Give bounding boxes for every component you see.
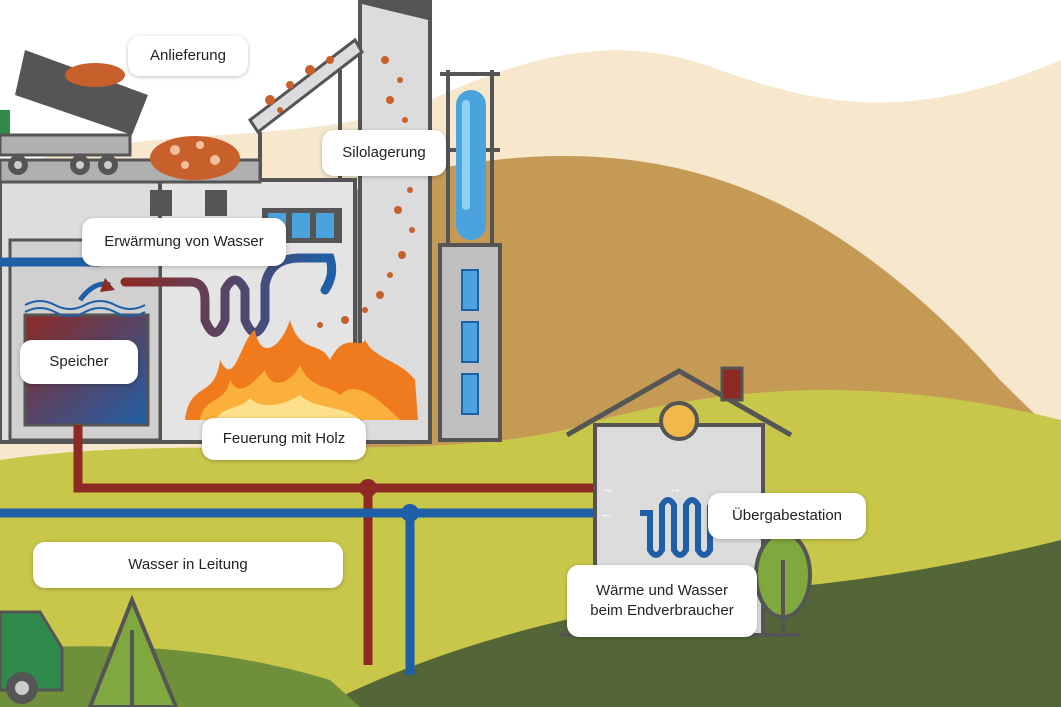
label-pipe-water-text: Wasser in Leitung: [128, 556, 248, 573]
label-transfer-station: Übergabestation: [708, 493, 866, 539]
green-foreground: [0, 646, 360, 707]
wood-chips: [265, 56, 415, 328]
label-silo-text: Silolagerung: [342, 144, 426, 161]
pipe-junction-cold: [401, 504, 419, 522]
label-consumer-line2: beim Endverbraucher: [590, 602, 734, 619]
label-delivery: Anlieferung: [128, 36, 248, 76]
pipes: [0, 257, 720, 675]
label-water-heating-text: Erwärmung von Wasser: [104, 233, 264, 250]
flow-arrow-right: →: [600, 480, 614, 496]
flame-icon: [185, 320, 418, 420]
label-storage-text: Speicher: [49, 353, 109, 370]
wood-pile: [150, 136, 240, 180]
flow-arrow-right: →: [668, 480, 682, 496]
heat-exchanger-icon: [640, 497, 713, 558]
label-firing: Feuerung mit Holz: [202, 418, 366, 460]
label-transfer-station-text: Übergabestation: [731, 507, 843, 524]
tree-icon: [87, 594, 179, 707]
label-delivery-text: Anlieferung: [150, 47, 226, 64]
flow-arrow-left: ←: [600, 505, 614, 521]
label-storage: Speicher: [20, 340, 138, 384]
label-consumer-line1: Wärme und Wasser: [596, 582, 728, 599]
label-silo: Silolagerung: [322, 130, 446, 176]
label-consumer: Wärme und Wasser beim Endverbraucher: [567, 565, 757, 637]
truck-icon: [0, 610, 64, 704]
heating-coil: [120, 253, 337, 337]
pipe-junction-hot: [359, 479, 377, 497]
label-water-heating: Erwärmung von Wasser: [82, 218, 286, 266]
label-firing-text: Feuerung mit Holz: [222, 430, 346, 447]
truck-icon: [0, 50, 148, 175]
label-pipe-water: Wasser in Leitung: [33, 542, 343, 588]
